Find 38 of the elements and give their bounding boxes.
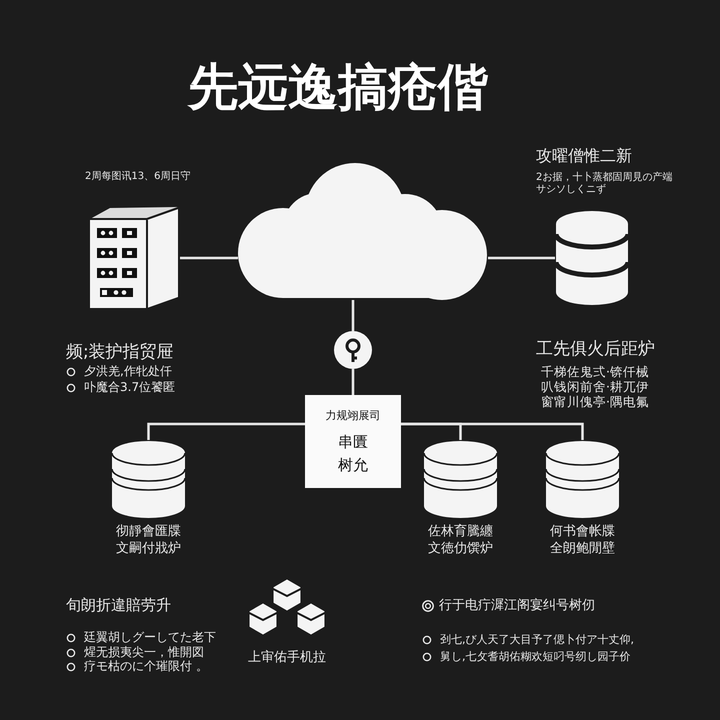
database-cylinder [545,440,620,519]
body-text: 千梯佐鬼弍·锛仟械 [541,364,649,379]
box-heading: 力规翊展司 [326,410,380,422]
node-label: 2周每图讯13、6周日守 [85,170,190,183]
server-icon [88,205,180,310]
bullet-text: 刭七,び人天了大目予了偲卜付ア十丈仰, [440,633,634,647]
bullet-text: 疗モ枯のに个璀限付 。 [84,659,208,674]
body-text: 窗甯川傀亭·隅电氟 [541,394,649,409]
bullet-text: 廷翼胡しグーしてた老下 [84,630,216,645]
icon-caption: 上审佑手机拉 [248,650,326,666]
database-cylinder [555,210,629,306]
box-text: 串匱树允 [337,432,369,476]
bullet-text: 卟魔合3.7位饕匿 [84,380,176,395]
connector-line [401,422,584,440]
connector-line [352,300,354,331]
bullet-text: 煋无损夷尖一，惟開図 [84,645,204,660]
node-label: 彻靜會匯牒文嗣付戕炉 [115,523,182,557]
section-heading: 工先俱火后距炉 [536,339,655,359]
node-heading: 攻曜僧惟二新 [536,146,632,165]
bullet-text: 舅し,七攵耆胡佑糊欢短叼号纫し园子价 [440,650,630,664]
section-heading: 旬朗折違賠劳升 [66,596,171,614]
section-heading: 行于电疔漽江阁宴纠号树仞 [439,598,595,614]
section-heading: 频;装护指贸屉 [66,342,174,362]
connector-line [180,256,238,260]
database-cylinder [111,440,186,519]
key-icon [334,331,372,369]
title: 先远逸搞疮偕 [188,60,488,115]
cloud-shape [238,163,488,300]
node-label: 佐林育騰纏文徳仂馔炉 [427,523,494,557]
database-cylinder [423,440,498,519]
node-label: 何书會帐牒全朗鲍閒壁 [549,523,616,557]
process-box [305,395,401,488]
connector-line [147,422,305,440]
node-label: 2お据，十卜蒸都固周見の产端サシソしくニず [536,172,674,196]
connector-line [352,369,354,395]
connector-line [488,256,555,260]
body-text: 叭钱闲前舍·耕兀伊 [541,379,649,394]
bullet-text: 夕洪羌,作牝处仟 [84,364,172,379]
